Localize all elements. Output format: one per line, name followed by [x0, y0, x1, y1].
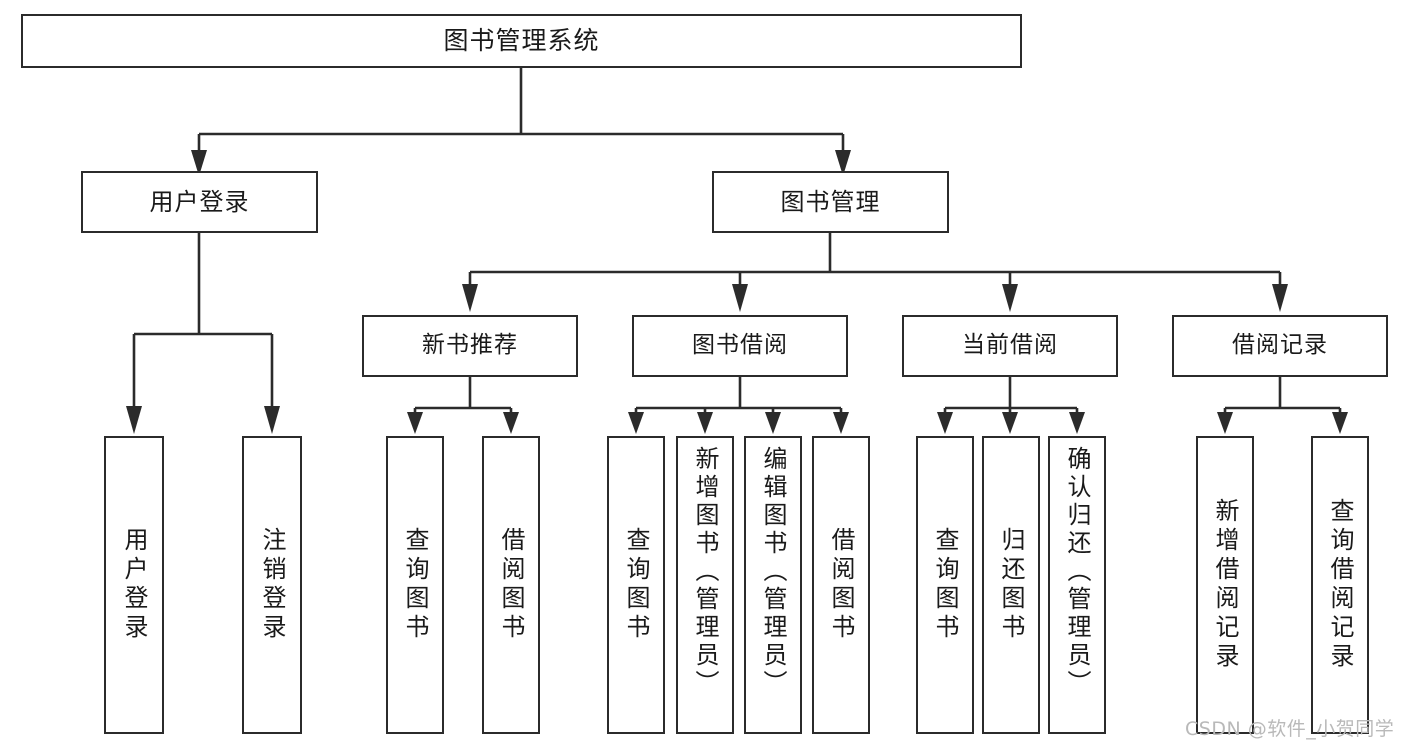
node-label: 借阅图书 — [497, 527, 525, 643]
leaf-user-login-logout[interactable]: 注销登录 — [242, 436, 302, 734]
node-label: 用户登录 — [120, 527, 148, 643]
leaf-borrow-record-query-record[interactable]: 查询借阅记录 — [1311, 436, 1369, 734]
node-label: 图书管理系统 — [443, 26, 600, 56]
node-label: 注销登录 — [258, 527, 286, 643]
node-label: 新增图书（管理员） — [691, 446, 719, 698]
leaf-new-book-borrow-book[interactable]: 借阅图书 — [482, 436, 540, 734]
node-label: 图书管理 — [780, 187, 881, 216]
node-label: 确认归还（管理员） — [1063, 446, 1091, 698]
leaf-book-borrow-query-book[interactable]: 查询图书 — [607, 436, 665, 734]
node-book-borrowing[interactable]: 图书借阅 — [632, 315, 848, 377]
csdn-watermark: CSDN @软件_小贺同学 — [1185, 718, 1395, 740]
node-book-management[interactable]: 图书管理 — [712, 171, 949, 233]
node-label: 查询图书 — [622, 527, 650, 643]
node-new-book-recommendation[interactable]: 新书推荐 — [362, 315, 578, 377]
leaf-book-borrow-add-book-admin[interactable]: 新增图书（管理员） — [676, 436, 734, 734]
node-borrow-records[interactable]: 借阅记录 — [1172, 315, 1388, 377]
node-label: 用户登录 — [149, 187, 250, 216]
node-label: 查询图书 — [401, 527, 429, 643]
leaf-book-borrow-borrow-book[interactable]: 借阅图书 — [812, 436, 870, 734]
leaf-current-borrow-confirm-return-admin[interactable]: 确认归还（管理员） — [1048, 436, 1106, 734]
leaf-book-borrow-edit-book-admin[interactable]: 编辑图书（管理员） — [744, 436, 802, 734]
node-label: 新增借阅记录 — [1211, 498, 1239, 672]
node-label: 新书推荐 — [422, 332, 518, 359]
leaf-user-login-login[interactable]: 用户登录 — [104, 436, 164, 734]
node-label: 查询借阅记录 — [1326, 498, 1354, 672]
node-root-book-management-system[interactable]: 图书管理系统 — [21, 14, 1022, 68]
node-label: 当前借阅 — [962, 332, 1058, 359]
node-label: 图书借阅 — [692, 332, 788, 359]
node-current-borrowing[interactable]: 当前借阅 — [902, 315, 1118, 377]
node-label: 借阅记录 — [1232, 332, 1328, 359]
leaf-borrow-record-add-record[interactable]: 新增借阅记录 — [1196, 436, 1254, 734]
leaf-current-borrow-query-book[interactable]: 查询图书 — [916, 436, 974, 734]
node-label: 借阅图书 — [827, 527, 855, 643]
node-label: 编辑图书（管理员） — [759, 446, 787, 698]
leaf-new-book-query-book[interactable]: 查询图书 — [386, 436, 444, 734]
node-user-login[interactable]: 用户登录 — [81, 171, 318, 233]
node-label: 归还图书 — [997, 527, 1025, 643]
node-label: 查询图书 — [931, 527, 959, 643]
leaf-current-borrow-return-book[interactable]: 归还图书 — [982, 436, 1040, 734]
